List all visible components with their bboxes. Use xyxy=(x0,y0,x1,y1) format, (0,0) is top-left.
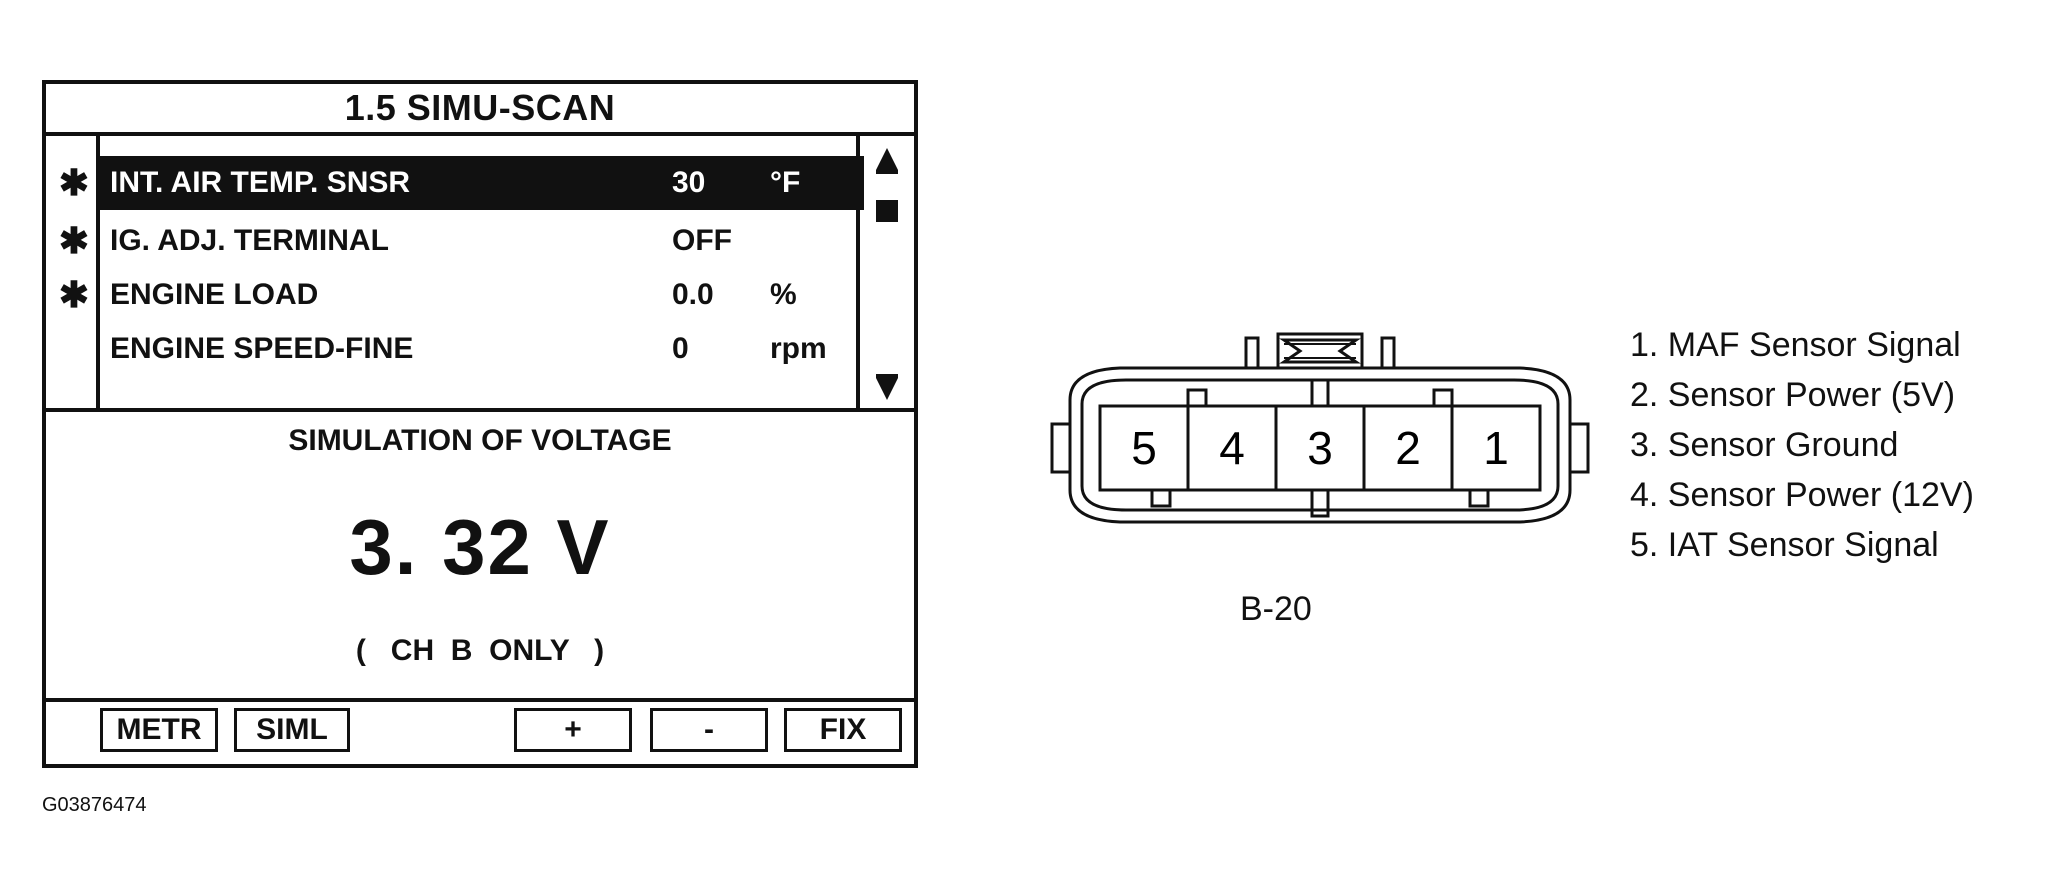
param-row-engine-speed-fine[interactable]: ENGINE SPEED-FINE 0 rpm xyxy=(100,322,864,376)
param-value: 30 xyxy=(672,166,706,199)
param-name: INT. AIR TEMP. SNSR xyxy=(110,166,411,199)
connector-diagram: 5 4 3 2 1 xyxy=(1040,320,1600,550)
plus-button[interactable]: + xyxy=(514,708,632,752)
asterisk-icon: ✱ xyxy=(58,220,90,261)
pin-description: 4. Sensor Power (12V) xyxy=(1630,476,1974,514)
pin-4: 4 xyxy=(1219,422,1245,474)
simulation-title: SIMULATION OF VOLTAGE xyxy=(288,424,672,457)
param-name: IG. ADJ. TERMINAL xyxy=(110,224,389,257)
asterisk-icon: ✱ xyxy=(58,162,90,203)
arrow-down-icon[interactable] xyxy=(876,374,898,400)
pin-3: 3 xyxy=(1307,422,1333,474)
pin-description: 1. MAF Sensor Signal xyxy=(1630,326,1961,364)
scroll-thumb[interactable] xyxy=(876,200,898,222)
figure-code: G03876474 xyxy=(42,794,147,816)
pin-2: 2 xyxy=(1395,422,1421,474)
param-row-engine-load[interactable]: ✱ ENGINE LOAD 0.0 % xyxy=(59,268,864,322)
asterisk-icon: ✱ xyxy=(58,274,90,315)
param-name: ENGINE LOAD xyxy=(110,278,319,311)
param-unit: rpm xyxy=(770,332,827,365)
pin-description-list: 1. MAF Sensor Signal 2. Sensor Power (5V… xyxy=(1630,320,1974,570)
simulation-panel: SIMULATION OF VOLTAGE 3. 32 V ( CH B ONL… xyxy=(46,412,914,702)
param-unit: % xyxy=(770,278,797,311)
scrollbar[interactable] xyxy=(856,136,914,408)
minus-button[interactable]: - xyxy=(650,708,768,752)
param-name: ENGINE SPEED-FINE xyxy=(110,332,414,365)
pin-description: 5. IAT Sensor Signal xyxy=(1630,526,1939,564)
param-value: 0 xyxy=(672,332,689,365)
param-value: 0.0 xyxy=(672,278,714,311)
connector-outline: 5 4 3 2 1 xyxy=(1050,332,1590,524)
fix-button[interactable]: FIX xyxy=(784,708,902,752)
pin-1: 1 xyxy=(1483,422,1509,474)
arrow-up-icon[interactable] xyxy=(876,148,898,174)
simulation-channel: ( CH B ONLY ) xyxy=(355,634,605,667)
metr-button[interactable]: METR xyxy=(100,708,218,752)
param-value: OFF xyxy=(672,224,732,257)
scan-tool-screen: 1.5 SIMU-SCAN ✱ INT. AIR TEMP. SNSR 30 °… xyxy=(42,80,918,768)
parameter-list: ✱ INT. AIR TEMP. SNSR 30 °F ✱ IG. ADJ. T… xyxy=(46,136,914,412)
marker-column xyxy=(46,136,100,408)
param-unit: °F xyxy=(770,166,801,199)
pin-description: 2. Sensor Power (5V) xyxy=(1630,376,1956,414)
function-key-bar: METR SIML + - FIX xyxy=(46,702,914,764)
param-row-ig-adj-terminal[interactable]: ✱ IG. ADJ. TERMINAL OFF xyxy=(59,214,864,268)
screen-title: 1.5 SIMU-SCAN xyxy=(46,84,914,136)
pin-5: 5 xyxy=(1131,422,1157,474)
connector-label: B-20 xyxy=(1240,590,1312,628)
siml-button[interactable]: SIML xyxy=(234,708,350,752)
pin-description: 3. Sensor Ground xyxy=(1630,426,1899,464)
simulation-voltage: 3. 32 V xyxy=(349,503,611,591)
param-row-int-air-temp[interactable]: ✱ INT. AIR TEMP. SNSR 30 °F xyxy=(59,156,864,210)
